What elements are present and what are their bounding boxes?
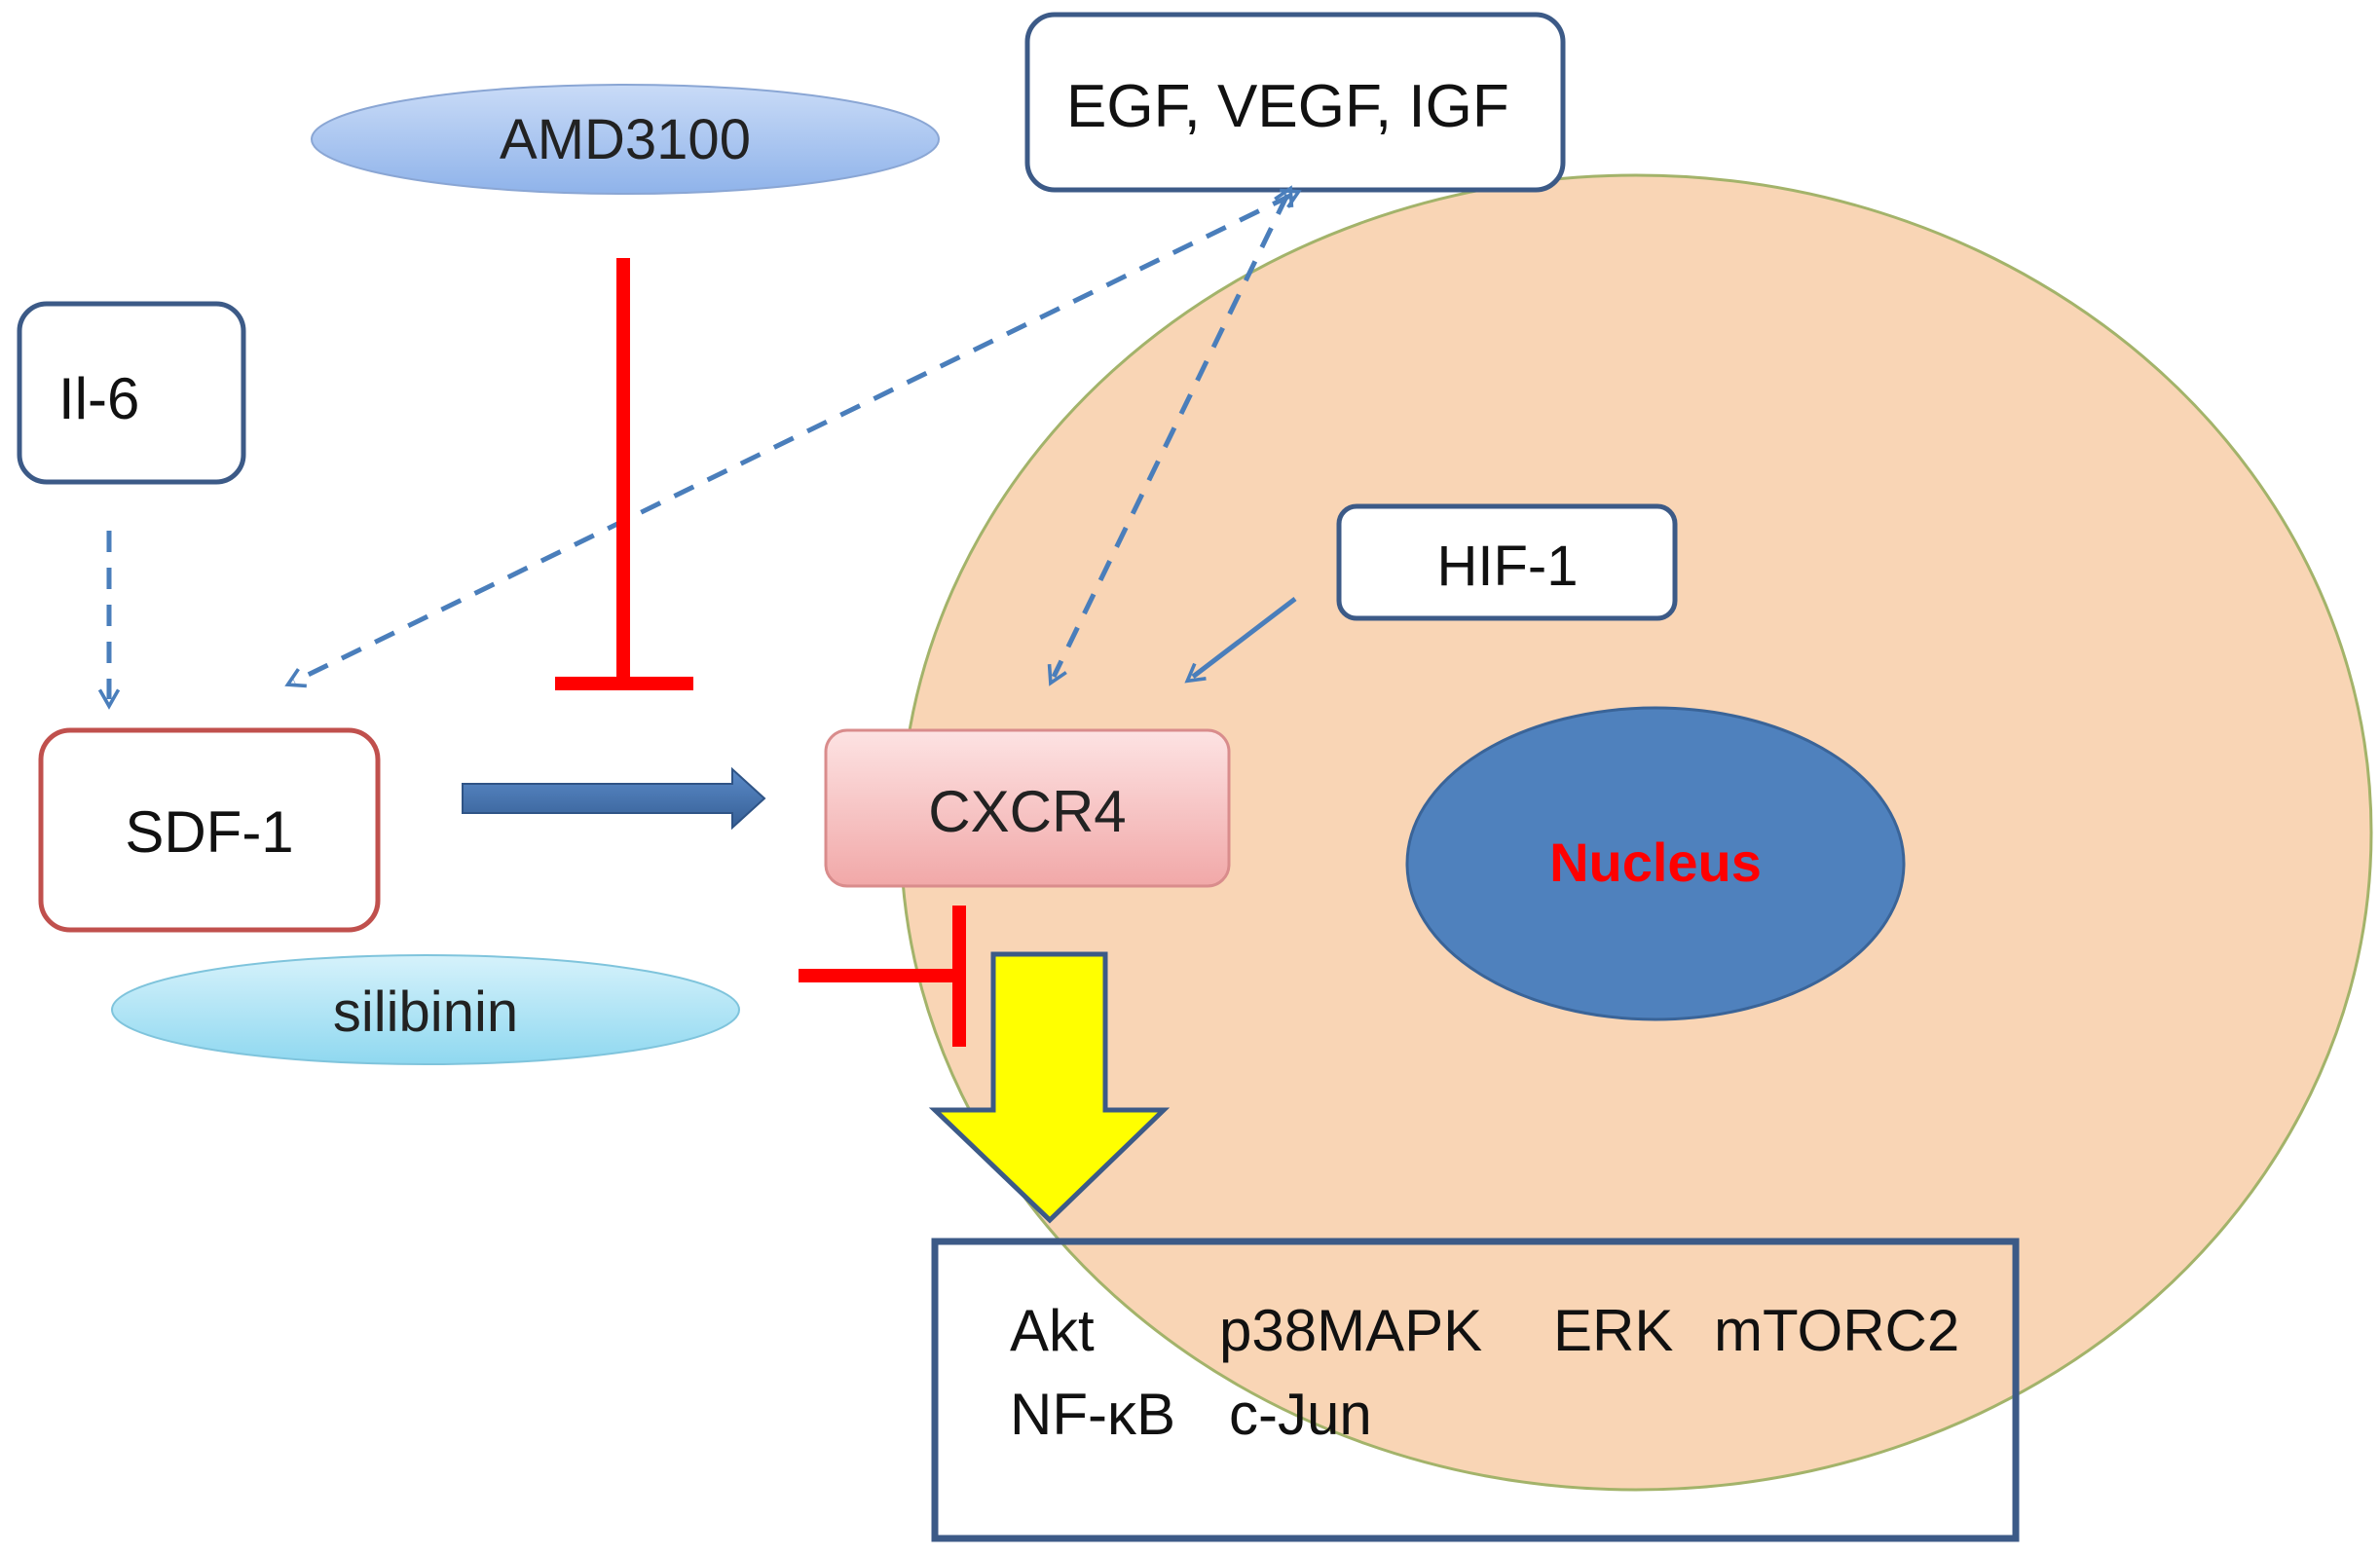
hif1-to-cxcr4-arrow	[1184, 597, 1297, 684]
growth-factors-node: EGF, VEGF, IGF	[1024, 12, 1566, 193]
amd3100-label: AMD3100	[500, 108, 751, 171]
il6-node: Il-6	[17, 301, 246, 485]
nucleus-label: Nucleus	[1549, 832, 1762, 893]
il6-label: Il-6	[58, 366, 139, 431]
silibinin-label: silibinin	[333, 980, 518, 1044]
downstream-effectors-box: Akt p38MAPK ERK mTORC2 NF-κB c-Jun	[931, 1238, 2020, 1542]
hif1-node: HIF-1	[1336, 503, 1678, 621]
sdf1-label: SDF-1	[125, 799, 293, 865]
sdf1-node: SDF-1	[38, 727, 381, 933]
effector-nfkb: NF-κB	[1010, 1382, 1175, 1447]
effector-akt: Akt	[1010, 1298, 1095, 1363]
sdf1-to-cxcr4-arrow	[462, 766, 766, 831]
nucleus: Nucleus	[1405, 706, 1906, 1021]
growth-factors-cxcr4-arrow	[1047, 185, 1294, 686]
effector-p38mapk: p38MAPK	[1219, 1298, 1482, 1363]
silibinin-inhibition	[799, 906, 966, 1047]
downstream-signal-arrow	[928, 951, 1171, 1224]
effector-mtorc2: mTORC2	[1714, 1298, 1959, 1363]
cxcr4-node: CXCR4	[824, 728, 1231, 888]
hif1-label: HIF-1	[1437, 535, 1579, 598]
amd3100-node: AMD3100	[311, 84, 940, 195]
effector-cjun: c-Jun	[1229, 1382, 1372, 1447]
growth-factors-label: EGF, VEGF, IGF	[1066, 73, 1509, 140]
cxcr4-label: CXCR4	[928, 779, 1126, 844]
amd3100-inhibition	[555, 258, 693, 690]
effector-erk: ERK	[1553, 1298, 1673, 1363]
silibinin-node: silibinin	[111, 954, 740, 1065]
